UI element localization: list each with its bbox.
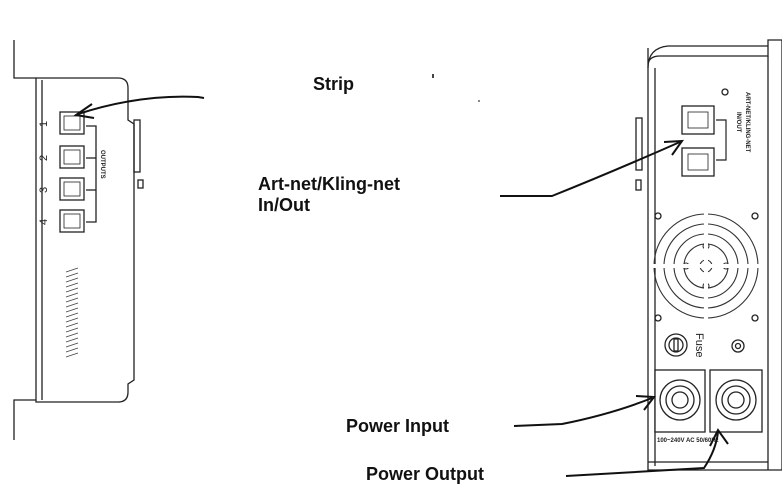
output-port-1	[59, 111, 85, 135]
indicator	[731, 339, 745, 353]
outputs-bracket	[86, 125, 97, 223]
vent-grille	[65, 267, 79, 358]
port-number-4: 4	[38, 219, 50, 225]
artnet-port-label-1: ART-NET/KLING-NET	[744, 92, 750, 153]
power-input-arrow	[513, 395, 656, 427]
power-input-label: Power Input	[346, 416, 449, 436]
artnet-bracket	[716, 119, 727, 161]
power-output-arrow	[565, 428, 729, 477]
stray-mark-2	[478, 100, 480, 102]
power-input-connector	[654, 369, 706, 433]
artnet-arrow	[500, 139, 685, 197]
fuse-label: Fuse	[693, 333, 705, 357]
fan-grille-cutouts	[652, 212, 760, 320]
fuse-holder	[664, 333, 688, 357]
mounting-bracket-bottom	[13, 399, 36, 440]
left-device-body	[35, 77, 135, 403]
artnet-port-label-2: IN/OUT	[735, 112, 741, 133]
power-output-connector	[709, 369, 763, 433]
artnet-label-line2: In/Out	[258, 195, 310, 215]
strip-label: Strip	[313, 74, 355, 94]
artnet-label-line1: Art-net/Kling-net	[258, 174, 400, 194]
screw-top	[721, 88, 729, 96]
port-number-1: 1	[38, 121, 50, 127]
voltage-label: 100~240V AC 50/60Hz	[657, 438, 719, 444]
side-tab	[133, 119, 141, 173]
port-number-2: 2	[38, 155, 50, 161]
screw-bottom-left	[654, 314, 662, 322]
right-side-tab	[635, 117, 643, 171]
left-device	[13, 40, 144, 440]
port-number-3: 3	[38, 187, 50, 193]
mounting-bracket	[13, 40, 36, 79]
output-port-4	[59, 209, 85, 233]
side-screw	[137, 179, 144, 189]
stray-mark-1	[432, 74, 434, 78]
screw-fan-left	[654, 212, 662, 220]
power-output-label: Power Output	[366, 464, 484, 484]
output-port-3	[59, 177, 85, 201]
output-port-2	[59, 145, 85, 169]
strip-arrow	[73, 95, 205, 119]
screw-fan-right	[751, 212, 759, 220]
outputs-label: OUTPUTS	[99, 150, 105, 179]
artnet-port-1	[681, 105, 715, 135]
screw-bottom-right	[751, 314, 759, 322]
right-device-top	[647, 45, 768, 69]
artnet-port-2	[681, 147, 715, 177]
right-side-screw	[635, 179, 642, 191]
